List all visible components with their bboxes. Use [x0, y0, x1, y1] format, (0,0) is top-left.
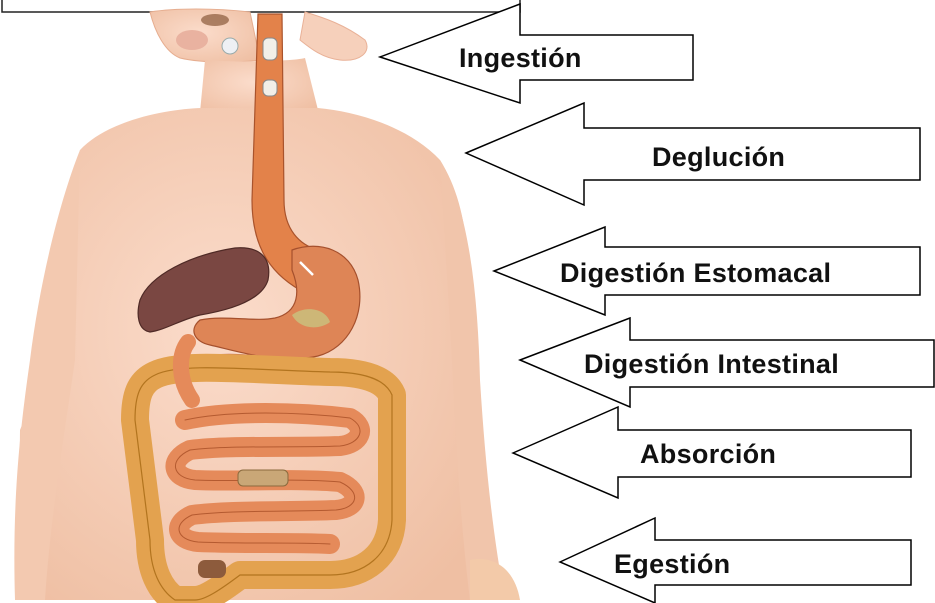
food-in-esophagus-2 [263, 80, 277, 96]
intestine-content [238, 470, 288, 486]
label-arrow-deglucion: Deglución [466, 103, 920, 205]
label-arrow-digestion-estomacal: Digestión Estomacal [494, 227, 920, 315]
label-arrow-digestion-intestinal: Digestión Intestinal [520, 318, 934, 407]
label-arrow-ingestion: Ingestión [380, 4, 693, 103]
mouth-shape [201, 14, 229, 26]
label-arrow-egestion: Egestión [560, 518, 911, 603]
hand-shape [470, 559, 520, 600]
top-frame-line [2, 0, 520, 12]
label-digestion-estomacal: Digestión Estomacal [560, 258, 831, 288]
food-in-esophagus-1 [263, 38, 277, 60]
label-digestion-intestinal: Digestión Intestinal [584, 349, 839, 379]
ear-shape [300, 12, 367, 60]
label-arrow-absorcion: Absorción [513, 407, 911, 498]
tongue-shape [176, 30, 208, 50]
label-egestion: Egestión [614, 549, 730, 579]
label-deglucion: Deglución [652, 142, 785, 172]
label-ingestion: Ingestión [459, 43, 582, 73]
rectum-content [198, 560, 226, 578]
label-absorcion: Absorción [640, 439, 776, 469]
food-bolus [222, 38, 238, 54]
